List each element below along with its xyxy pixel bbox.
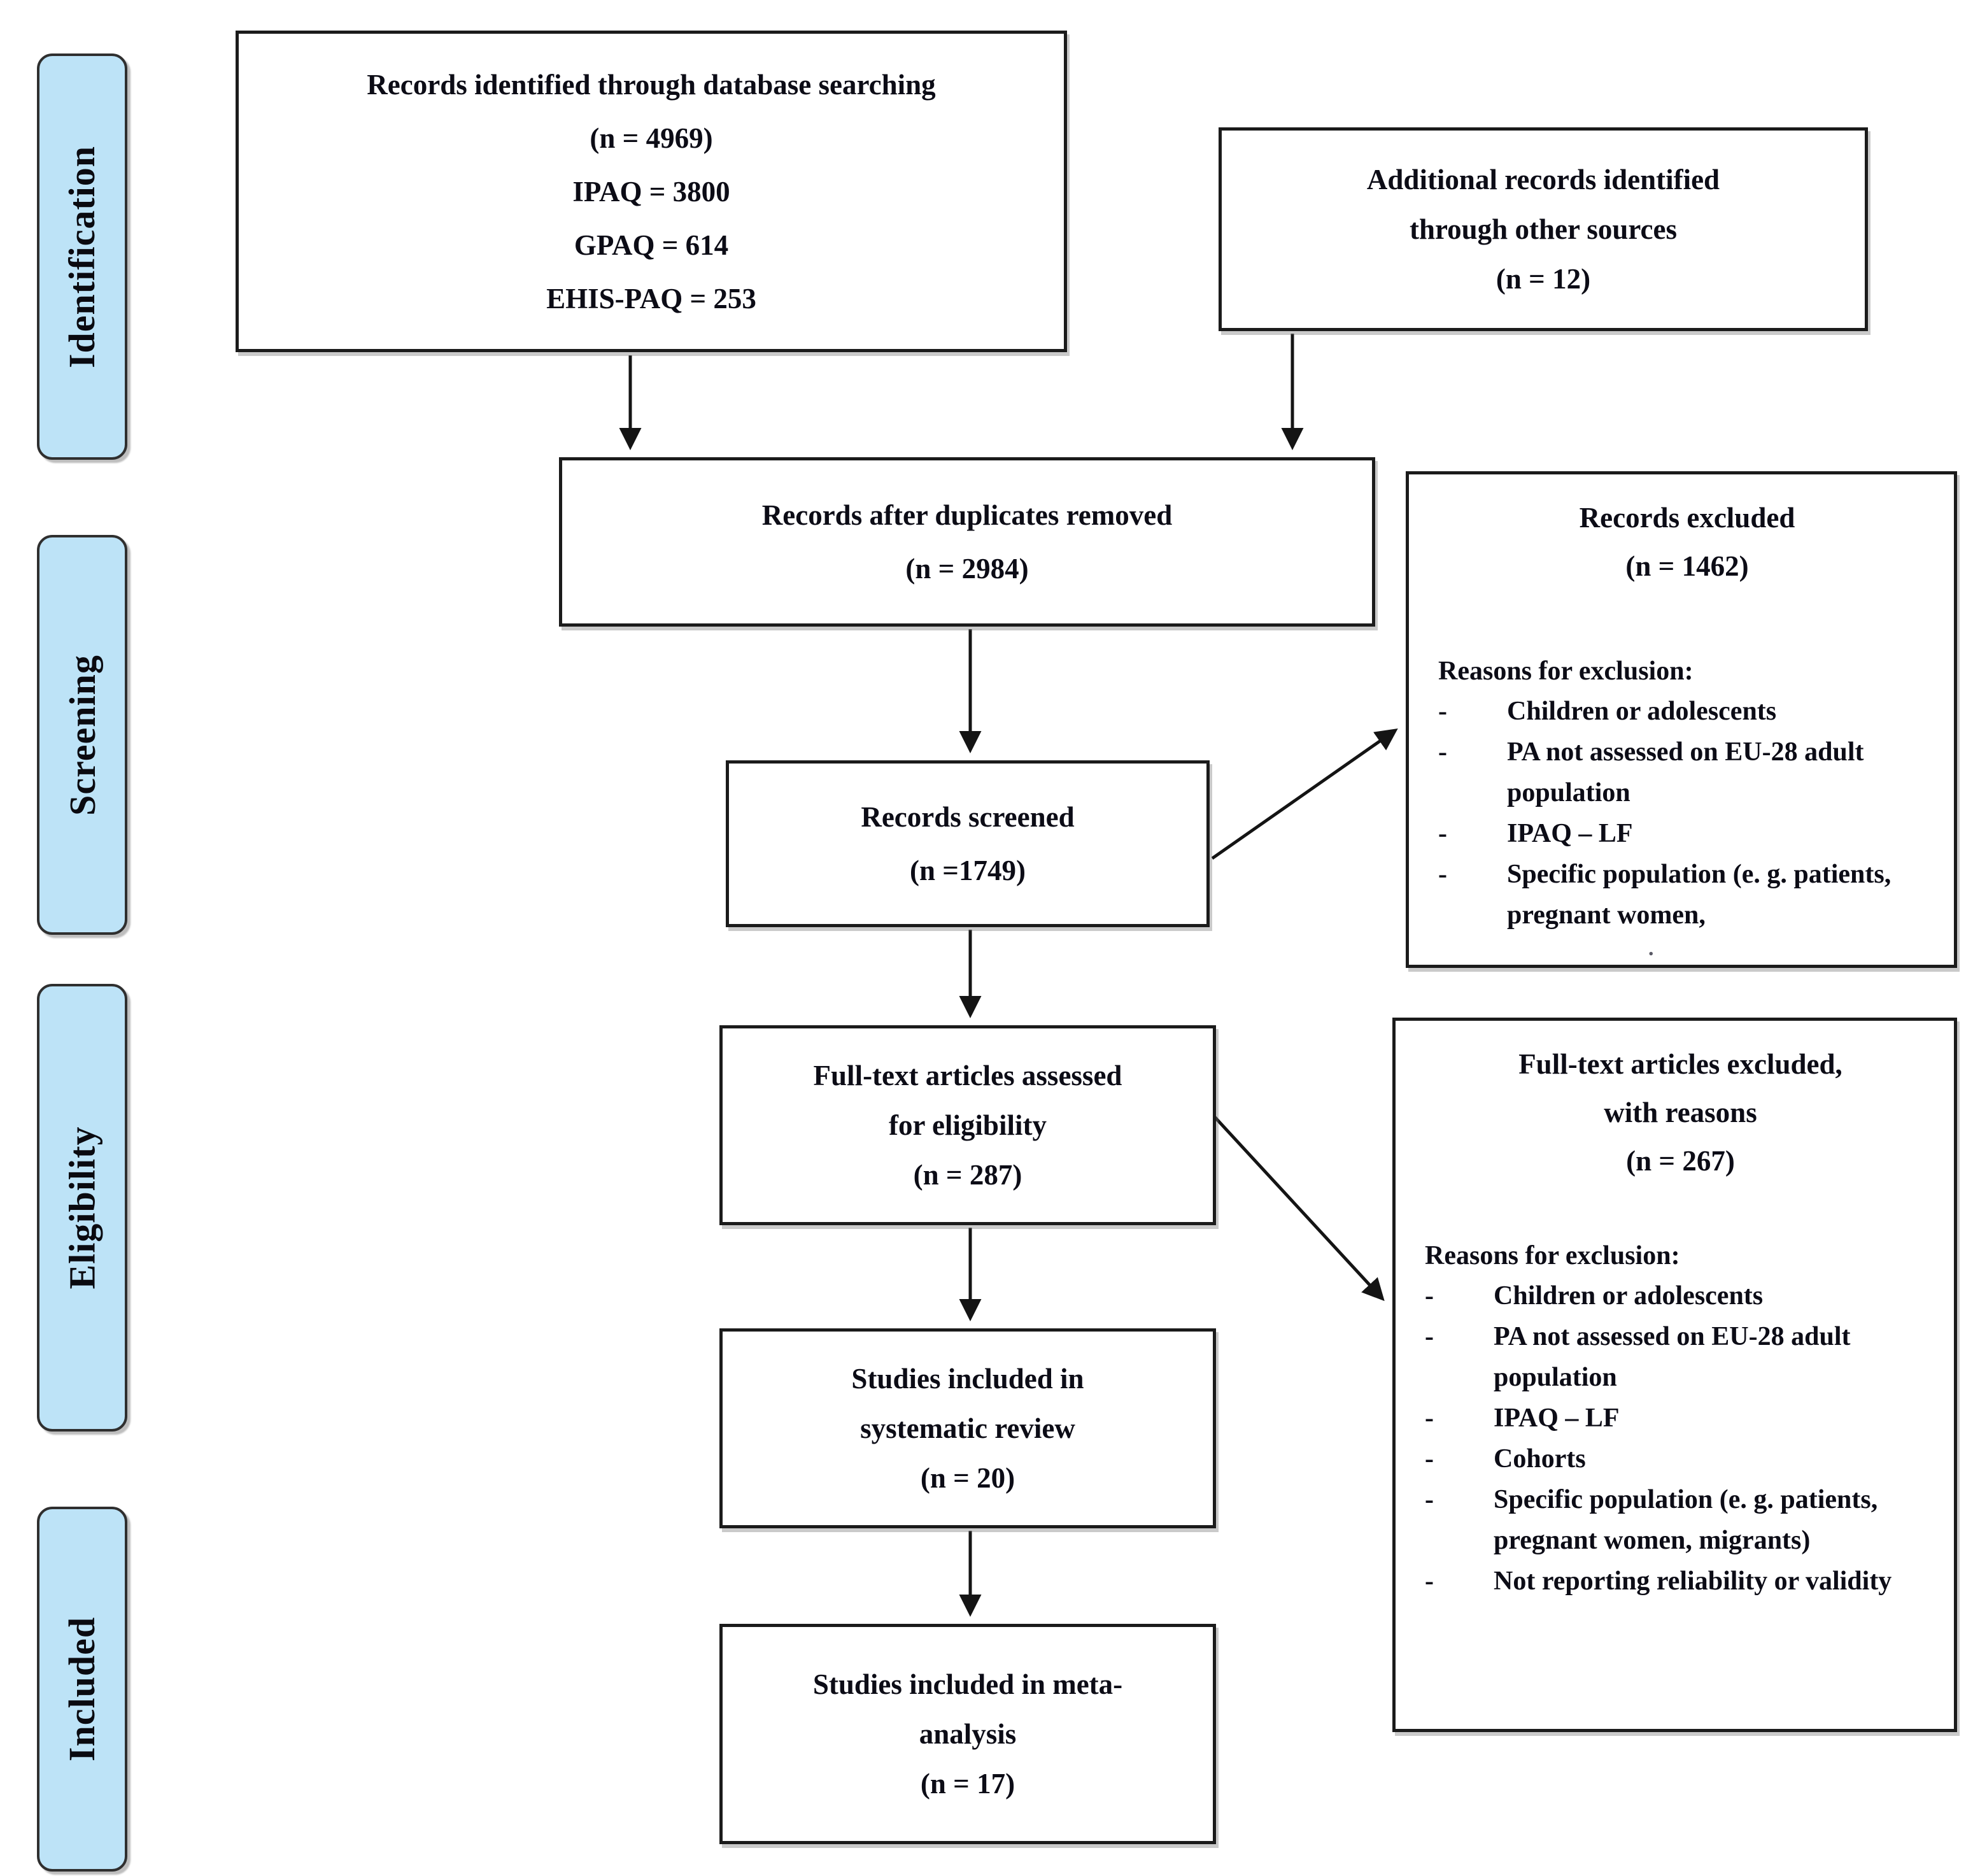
reason-text: PA not assessed on EU-28 adult populatio… xyxy=(1507,737,1864,807)
records-excluded-reason-item: - IPAQ – LF xyxy=(1438,813,1936,854)
box-additional-records: Additional records identified through ot… xyxy=(1219,127,1868,331)
meta-analysis-line1: Studies included in meta- xyxy=(812,1668,1123,1700)
stage-eligibility-label: Eligibility xyxy=(61,1126,103,1290)
box-fulltext-assessed: Full-text articles assessed for eligibil… xyxy=(719,1025,1216,1225)
fulltext-excluded-reason-item: - IPAQ – LF xyxy=(1425,1398,1936,1439)
bullet-dash: - xyxy=(1425,1485,1434,1514)
meta-analysis-n: (n = 17) xyxy=(920,1768,1015,1800)
reason-text: Specific population (e. g. patients, pre… xyxy=(1494,1485,1878,1555)
box-duplicates-removed: Records after duplicates removed (n = 29… xyxy=(559,457,1375,627)
records-excluded-title: Records excluded xyxy=(1579,502,1795,534)
records-identified-ipaq: IPAQ = 3800 xyxy=(572,175,730,208)
records-screened-n: (n =1749) xyxy=(910,855,1026,886)
bullet-dash: - xyxy=(1438,860,1447,889)
fulltext-assessed-n: (n = 287) xyxy=(913,1159,1022,1191)
records-excluded-reason-item: - Children or adolescents xyxy=(1438,691,1936,732)
arrow-assessed-to-excluded xyxy=(1212,1114,1385,1302)
records-excluded-n: (n = 1462) xyxy=(1625,550,1749,582)
reason-text: Children or adolescents xyxy=(1507,697,1777,726)
systematic-review-line1: Studies included in xyxy=(851,1363,1084,1395)
records-excluded-reasons-label: Reasons for exclusion: xyxy=(1438,657,1694,686)
bullet-dash: - xyxy=(1438,819,1447,848)
stage-eligibility: Eligibility xyxy=(37,984,127,1432)
stage-identification-label: Identification xyxy=(61,145,103,368)
records-excluded-reason-item: - Specific population (e. g. patients, p… xyxy=(1438,854,1936,935)
stage-included: Included xyxy=(37,1507,127,1872)
duplicates-removed-n: (n = 2984) xyxy=(905,553,1029,585)
systematic-review-n: (n = 20) xyxy=(920,1462,1015,1494)
reason-text: IPAQ – LF xyxy=(1507,819,1633,848)
box-records-screened: Records screened (n =1749) xyxy=(726,760,1210,927)
bullet-dash: - xyxy=(1438,737,1447,767)
fulltext-assessed-line2: for eligibility xyxy=(889,1109,1047,1141)
stage-included-label: Included xyxy=(61,1616,103,1762)
records-identified-title: Records identified through database sear… xyxy=(367,68,936,101)
fulltext-excluded-reason-item: - PA not assessed on EU-28 adult populat… xyxy=(1425,1316,1936,1398)
reason-text: Not reporting reliability or validity xyxy=(1494,1567,1892,1596)
box-records-identified: Records identified through database sear… xyxy=(236,31,1067,352)
records-identified-n: (n = 4969) xyxy=(590,122,713,154)
bullet-dash: - xyxy=(1425,1322,1434,1351)
fulltext-excluded-n: (n = 267) xyxy=(1626,1145,1735,1177)
arrow-screened-to-excluded xyxy=(1211,728,1398,860)
fulltext-excluded-reason-item: - Children or adolescents xyxy=(1425,1276,1936,1316)
bullet-dash: - xyxy=(1425,1403,1434,1433)
stage-identification: Identification xyxy=(37,53,127,460)
records-excluded-trailing-mark: . xyxy=(1648,937,1654,960)
box-meta-analysis: Studies included in meta- analysis (n = … xyxy=(719,1624,1216,1844)
stage-screening: Screening xyxy=(37,535,127,935)
meta-analysis-line2: analysis xyxy=(919,1718,1017,1750)
spacer xyxy=(1425,1185,1936,1236)
bullet-dash: - xyxy=(1425,1444,1434,1474)
fulltext-excluded-reason-item: - Not reporting reliability or validity xyxy=(1425,1561,1936,1602)
systematic-review-line2: systematic review xyxy=(860,1412,1075,1444)
fulltext-excluded-title1: Full-text articles excluded, xyxy=(1518,1048,1842,1080)
box-systematic-review: Studies included in systematic review (n… xyxy=(719,1328,1216,1528)
reason-text: Children or adolescents xyxy=(1494,1281,1764,1311)
additional-records-line2: through other sources xyxy=(1409,213,1678,245)
additional-records-line1: Additional records identified xyxy=(1366,164,1720,195)
fulltext-excluded-title2: with reasons xyxy=(1604,1097,1757,1128)
reason-text: Cohorts xyxy=(1494,1444,1586,1474)
box-fulltext-excluded: Full-text articles excluded, with reason… xyxy=(1392,1018,1957,1732)
records-identified-gpaq: GPAQ = 614 xyxy=(574,229,729,261)
bullet-dash: - xyxy=(1438,697,1447,726)
records-screened-title: Records screened xyxy=(861,801,1075,833)
box-records-excluded: Records excluded (n = 1462) Reasons for … xyxy=(1406,471,1957,968)
reason-text: IPAQ – LF xyxy=(1494,1403,1620,1433)
spacer xyxy=(1438,590,1936,651)
records-identified-ehis: EHIS-PAQ = 253 xyxy=(546,282,756,315)
fulltext-excluded-reasons-label: Reasons for exclusion: xyxy=(1425,1241,1680,1270)
additional-records-n: (n = 12) xyxy=(1496,263,1591,295)
reason-text: PA not assessed on EU-28 adult populatio… xyxy=(1494,1322,1851,1392)
records-excluded-reason-item: - PA not assessed on EU-28 adult populat… xyxy=(1438,732,1936,813)
bullet-dash: - xyxy=(1425,1567,1434,1596)
bullet-dash: - xyxy=(1425,1281,1434,1311)
stage-screening-label: Screening xyxy=(61,654,103,816)
duplicates-removed-title: Records after duplicates removed xyxy=(761,499,1173,531)
fulltext-excluded-reason-item: - Specific population (e. g. patients, p… xyxy=(1425,1479,1936,1561)
fulltext-assessed-line1: Full-text articles assessed xyxy=(813,1060,1122,1091)
reason-text: Specific population (e. g. patients, pre… xyxy=(1507,860,1892,930)
fulltext-excluded-reason-item: - Cohorts xyxy=(1425,1439,1936,1479)
